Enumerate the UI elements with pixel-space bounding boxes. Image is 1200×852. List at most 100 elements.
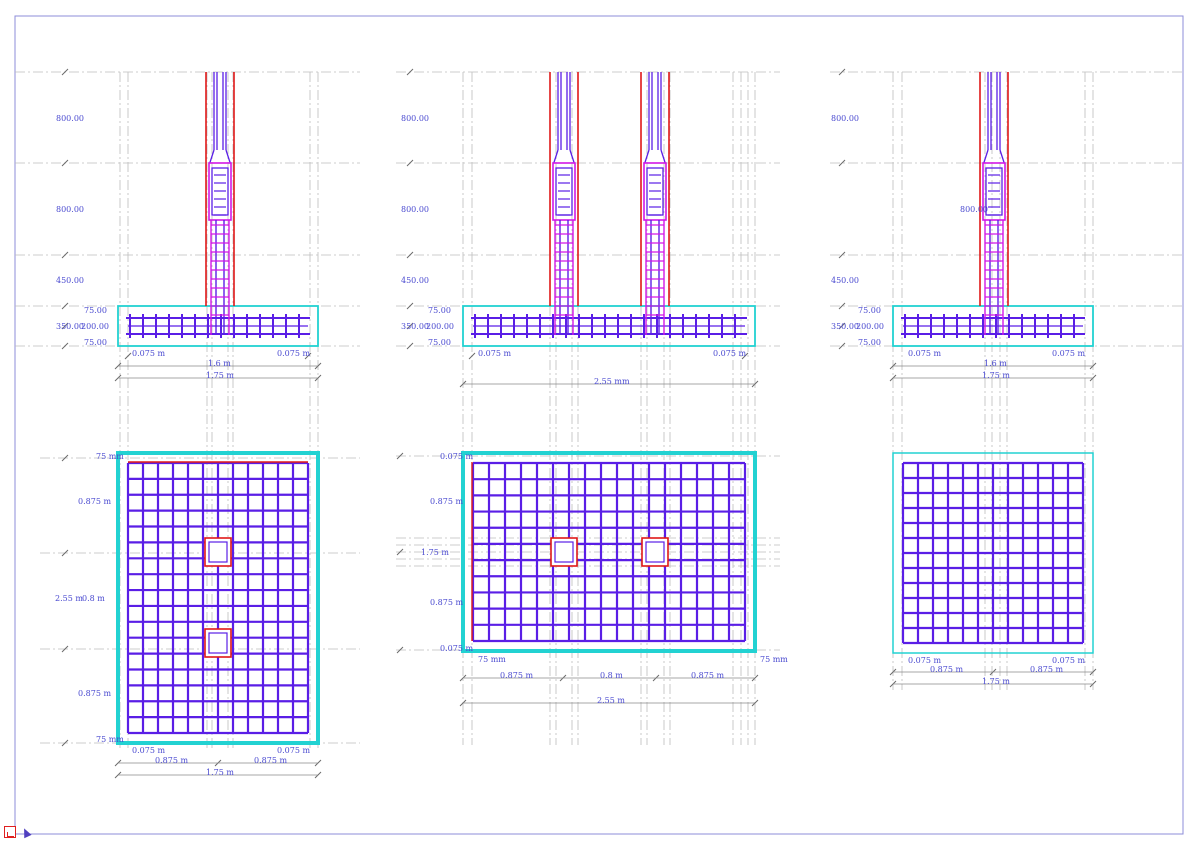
- column-bar: [983, 149, 989, 164]
- dim-label: 0.875 m: [500, 671, 533, 680]
- footing-plan-outline: [461, 451, 757, 653]
- elevation-a-labels: 800.00 800.00 450.00 75.00 350.00 200.00…: [56, 114, 310, 380]
- dimension-lines: [61, 68, 1097, 779]
- dim-label: 0.875 m: [78, 497, 111, 506]
- dim-label: 800.00: [831, 114, 859, 123]
- column-bar: [660, 149, 666, 164]
- drawing-view-icon[interactable]: [4, 826, 16, 838]
- dim-label: 0.075 m: [713, 349, 746, 358]
- dim-tick: [406, 322, 414, 330]
- column-plan-bars: [208, 632, 228, 654]
- dim-label: 75.00: [858, 338, 881, 347]
- plan-a-labels: 75 mm 0.875 m 2.55 m 0.8 m 0.875 m 75 mm…: [55, 452, 310, 777]
- dim-label: 1.6 m: [208, 359, 231, 368]
- column-bar: [225, 149, 231, 164]
- dim-label: 0.875 m: [78, 689, 111, 698]
- dim-label: 0.075 m: [1052, 656, 1085, 665]
- dim-label: 2.55 mm: [594, 377, 630, 386]
- dim-label: 0.075 m: [277, 349, 310, 358]
- dim-tick: [61, 739, 69, 747]
- footing-plan-outline: [116, 451, 320, 745]
- dim-tick: [396, 452, 404, 460]
- elevation-b-labels: 800.00 800.00 450.00 75.00 350.00 200.00…: [401, 114, 746, 386]
- dim-label: 350.00: [56, 322, 84, 331]
- dim-tick: [741, 352, 749, 360]
- dim-label: 0.075 m: [440, 452, 473, 461]
- dim-tick: [61, 342, 69, 350]
- dim-label: 200.00: [856, 322, 884, 331]
- dim-tick: [406, 68, 414, 76]
- dim-label: 1.6 m: [984, 359, 1007, 368]
- footing-plan-outline: [892, 452, 1094, 654]
- dim-label: 0.875 m: [430, 598, 463, 607]
- dim-tick: [838, 322, 846, 330]
- dim-label: 0.875 m: [691, 671, 724, 680]
- dim-tick: [838, 342, 846, 350]
- dim-label: 800.00: [401, 205, 429, 214]
- dim-tick: [124, 352, 132, 360]
- dim-label: 0.875 m: [155, 756, 188, 765]
- dim-label: 75.00: [84, 306, 107, 315]
- dim-label: 2.55 m: [597, 696, 625, 705]
- dim-label: 0.075 m: [478, 349, 511, 358]
- dim-label: 200.00: [81, 322, 109, 331]
- dim-tick: [838, 159, 846, 167]
- dim-tick: [61, 302, 69, 310]
- dim-label: 1.75 m: [982, 371, 1010, 380]
- dim-tick: [61, 645, 69, 653]
- dim-tick: [406, 302, 414, 310]
- dim-label: 200.00: [426, 322, 454, 331]
- dim-label: 75 mm: [96, 452, 124, 461]
- structural-geometry: [116, 72, 1094, 745]
- dim-tick: [838, 68, 846, 76]
- dim-label: 800.00: [56, 205, 84, 214]
- column-bar: [569, 149, 575, 164]
- dim-label: 0.075 m: [440, 644, 473, 653]
- footing-section: [462, 305, 756, 347]
- dim-tick: [468, 352, 476, 360]
- dim-tick: [396, 548, 404, 556]
- dim-label: 1.75 m: [421, 548, 449, 557]
- dim-tick: [406, 159, 414, 167]
- dim-label: 1.75 m: [982, 677, 1010, 686]
- dim-label: 450.00: [831, 276, 859, 285]
- dim-label: 0.875 m: [254, 756, 287, 765]
- column-stirrup-cage: [982, 162, 1006, 221]
- dim-label: 350.00: [401, 322, 429, 331]
- dim-tick: [61, 454, 69, 462]
- dim-label: 0.075 m: [1052, 349, 1085, 358]
- dim-label: 1.75 m: [206, 768, 234, 777]
- column-bar: [209, 149, 215, 164]
- column-bar: [644, 149, 650, 164]
- dim-label: 0.8 m: [600, 671, 623, 680]
- column-plan-bars: [645, 541, 665, 563]
- dim-label: 0.075 m: [132, 349, 165, 358]
- dim-label: 0.8 m: [82, 594, 105, 603]
- dim-label: 800.00: [56, 114, 84, 123]
- column-stirrup-cage: [552, 162, 576, 221]
- dim-tick: [406, 342, 414, 350]
- dim-label: 1.75 m: [206, 371, 234, 380]
- plan-b-labels: 0.075 m 0.875 m 1.75 m 0.875 m 0.075 m 7…: [421, 452, 788, 705]
- dim-label: 800.00: [960, 205, 988, 214]
- column-plan-bars: [554, 541, 574, 563]
- dim-label: 75 mm: [478, 655, 506, 664]
- dim-tick: [406, 251, 414, 259]
- dim-tick: [61, 549, 69, 557]
- dim-label: 75.00: [428, 338, 451, 347]
- dim-label: 75.00: [858, 306, 881, 315]
- dim-tick: [838, 251, 846, 259]
- plan-c-labels: 0.075 m 0.075 m 0.875 m 0.875 m 1.75 m: [908, 656, 1085, 686]
- dim-label: 0.075 m: [908, 349, 941, 358]
- dim-label: 450.00: [401, 276, 429, 285]
- dim-label: 75.00: [428, 306, 451, 315]
- dim-tick: [61, 159, 69, 167]
- dim-label: 0.075 m: [908, 656, 941, 665]
- dim-tick: [304, 352, 312, 360]
- dim-label: 75.00: [84, 338, 107, 347]
- dim-label: 75 mm: [760, 655, 788, 664]
- sheet-frame: [14, 15, 1184, 835]
- dim-label: 75 mm: [96, 735, 124, 744]
